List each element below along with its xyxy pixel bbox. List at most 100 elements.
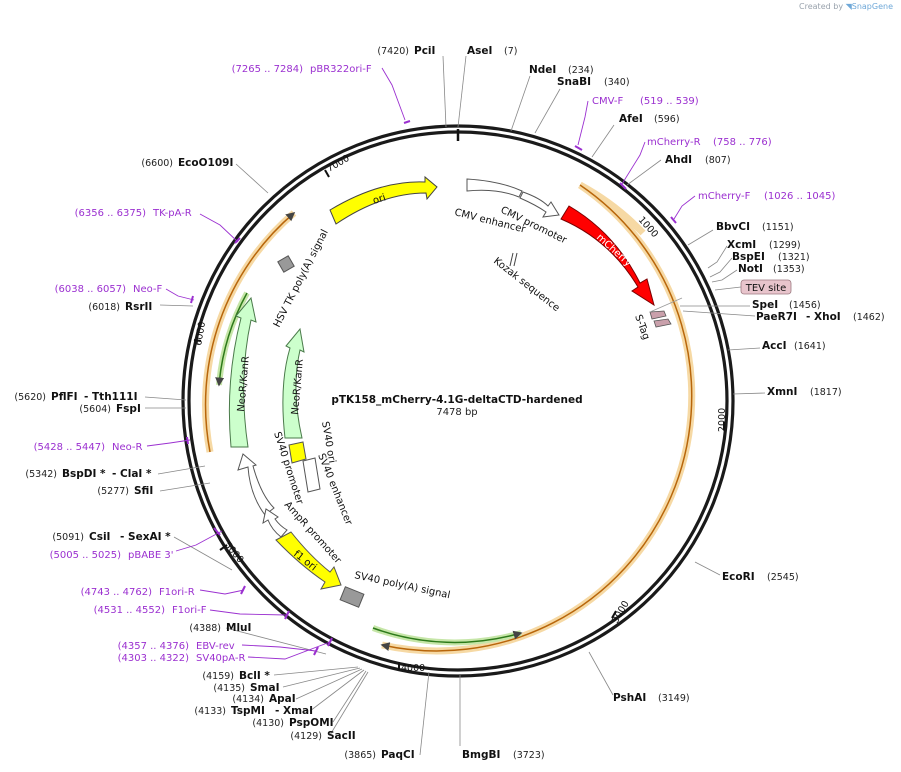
site-csii-name: CsiI — [89, 531, 110, 543]
primer-leaders — [146, 67, 696, 660]
site-tspmi-name: TspMI — [231, 705, 265, 717]
primer-mcherry-r-pos: (758 .. 776) — [713, 137, 772, 148]
feature-mcherry-label: mCherry — [594, 232, 634, 269]
site-labels: (7420) PciI AseI (7) NdeI (234) SnaBI (3… — [14, 45, 884, 761]
feature-sv40-enhancer[interactable]: SV40 enhancer — [302, 452, 354, 528]
site-pflfi-pos: (5620) — [14, 392, 46, 403]
site-rsrii-pos: (6018) — [88, 302, 120, 313]
feature-stag[interactable]: S-Tag — [632, 310, 672, 341]
site-paqci-name: PaqCI — [381, 749, 415, 761]
snapgene-watermark: Created by ◥SnapGene — [799, 2, 893, 11]
site-apai-name: ApaI — [269, 693, 296, 705]
site-ndei-name: NdeI — [529, 64, 556, 76]
site-bspdi-name: BspDI * — [62, 468, 106, 480]
sv40-promoter-label: SV40 promoter — [271, 431, 305, 507]
site-bcli-pos: (4159) — [202, 671, 234, 682]
site-mlui-pos: (4388) — [189, 623, 221, 634]
primer-neo-f-pos: (6038 .. 6057) — [55, 284, 127, 295]
site-bspei-name: BspEI — [732, 251, 765, 263]
site-acci-name: AccI — [762, 340, 786, 352]
site-pspomi-name: PspOMI — [289, 717, 334, 729]
feature-neokanr-inner[interactable]: NeoR/KanR — [282, 327, 306, 439]
feature-tev-site[interactable]: TEV site — [714, 279, 792, 295]
primer-neo-r-pos: (5428 .. 5447) — [34, 442, 106, 453]
primer-tk-pa-r-pos: (6356 .. 6375) — [75, 208, 147, 219]
primer-pbabe3-name: pBABE 3' — [128, 550, 174, 561]
site-paer7i-pos: (1462) — [853, 312, 885, 323]
snapgene-logo-icon: ◥ — [845, 2, 852, 11]
feature-cmv-promoter[interactable] — [519, 191, 560, 218]
site-fspi-name: FspI — [116, 403, 141, 415]
primer-pbr322ori-f-name: pBR322ori-F — [310, 64, 372, 75]
primer-pbabe3-pos: (5005 .. 5025) — [50, 550, 122, 561]
site-spei-name: SpeI — [752, 299, 778, 311]
site-paer7i-name2: - XhoI — [806, 311, 841, 323]
site-bspei-pos: (1321) — [778, 252, 810, 263]
site-spei-pos: (1456) — [789, 300, 821, 311]
primer-tk-pa-r-name: TK-pA-R — [152, 208, 192, 219]
site-noti-pos: (1353) — [773, 264, 805, 275]
site-xcmi-pos: (1299) — [769, 240, 801, 251]
tick-3000: 3000 — [610, 599, 632, 625]
orf-arcs — [202, 181, 696, 655]
primer-cmv-f-pos: (519 .. 539) — [640, 96, 699, 107]
site-pflfi-name2: - Tth111I — [84, 391, 138, 403]
feature-hsv-tk-polya[interactable]: HSV TK poly(A) signal — [272, 228, 331, 329]
site-bmgbi-name: BmgBI — [462, 749, 500, 761]
sv40-polya-label: SV40 poly(A) signal — [353, 570, 451, 601]
site-sfii-pos: (5277) — [97, 486, 129, 497]
site-asei-name: AseI — [467, 45, 492, 57]
feature-cmv-enhancer[interactable] — [466, 178, 523, 198]
feature-sv40-polya[interactable]: SV40 poly(A) signal — [339, 570, 451, 608]
feature-ori[interactable]: ori — [329, 175, 438, 225]
primer-neo-r-name: Neo-R — [112, 442, 143, 453]
green-orf-arcs — [215, 291, 523, 646]
site-pshai-name: PshAI — [613, 692, 646, 704]
site-ecoo109i-name: EcoO109I — [178, 157, 233, 169]
primer-mcherry-f-name: mCherry-F — [698, 191, 751, 202]
site-ndei-pos: (234) — [568, 65, 594, 76]
site-paer7i-name: PaeR7I — [756, 311, 797, 323]
site-apai-pos: (4134) — [232, 694, 264, 705]
site-bcli-name: BclI * — [239, 670, 270, 682]
site-tspmi-name2: - XmaI — [275, 705, 313, 717]
site-bspdi-pos: (5342) — [25, 469, 57, 480]
tick-2000: 2000 — [717, 408, 728, 432]
site-snabi-pos: (340) — [604, 77, 630, 88]
primer-neo-f-name: Neo-F — [133, 284, 163, 295]
site-ecoo109i-pos: (6600) — [141, 158, 173, 169]
site-csii-name2: - SexAI * — [120, 531, 171, 543]
site-xcmi-name: XcmI — [727, 239, 756, 251]
site-afei-name: AfeI — [619, 113, 643, 125]
plasmid-length: 7478 bp — [436, 407, 477, 418]
site-tspmi-pos: (4133) — [194, 706, 226, 717]
primer-cmv-f-name: CMV-F — [592, 96, 623, 107]
primer-sv40pa-r-pos: (4303 .. 4322) — [118, 653, 190, 664]
plasmid-name: pTK158_mCherry-4.1G-deltaCTD-hardened — [331, 394, 582, 406]
site-bbvci-name: BbvCI — [716, 221, 750, 233]
site-noti-name: NotI — [738, 263, 763, 275]
site-acci-pos: (1641) — [794, 341, 826, 352]
sv40-enhancer-label: SV40 enhancer — [315, 452, 354, 528]
site-bspdi-name2: - ClaI * — [112, 468, 152, 480]
site-smai-pos: (4135) — [213, 683, 245, 694]
site-ecori-pos: (2545) — [767, 572, 799, 583]
site-ahdi-name: AhdI — [665, 154, 692, 166]
site-xmni-pos: (1817) — [810, 387, 842, 398]
primer-labels: (7265 .. 7284) pBR322ori-F CMV-F (519 ..… — [34, 64, 836, 664]
site-ahdi-pos: (807) — [705, 155, 731, 166]
site-xmni-name: XmnI — [767, 386, 797, 398]
site-csii-pos: (5091) — [52, 532, 84, 543]
primer-mcherry-r-name: mCherry-R — [647, 137, 701, 148]
site-sacii-pos: (4129) — [290, 731, 322, 742]
primer-f1ori-f-pos: (4531 .. 4552) — [94, 605, 166, 616]
primer-mcherry-f-pos: (1026 .. 1045) — [764, 191, 836, 202]
primer-ebv-rev-name: EBV-rev — [196, 641, 235, 652]
tev-label: TEV site — [745, 283, 787, 294]
primer-f1ori-f-name: F1ori-F — [172, 605, 207, 616]
stag-label: S-Tag — [632, 313, 651, 341]
feature-neokanr-outer[interactable]: NeoR/KanR — [228, 296, 257, 448]
tick-7000: 7000 — [325, 153, 351, 175]
hsv-tk-label: HSV TK poly(A) signal — [272, 228, 331, 329]
